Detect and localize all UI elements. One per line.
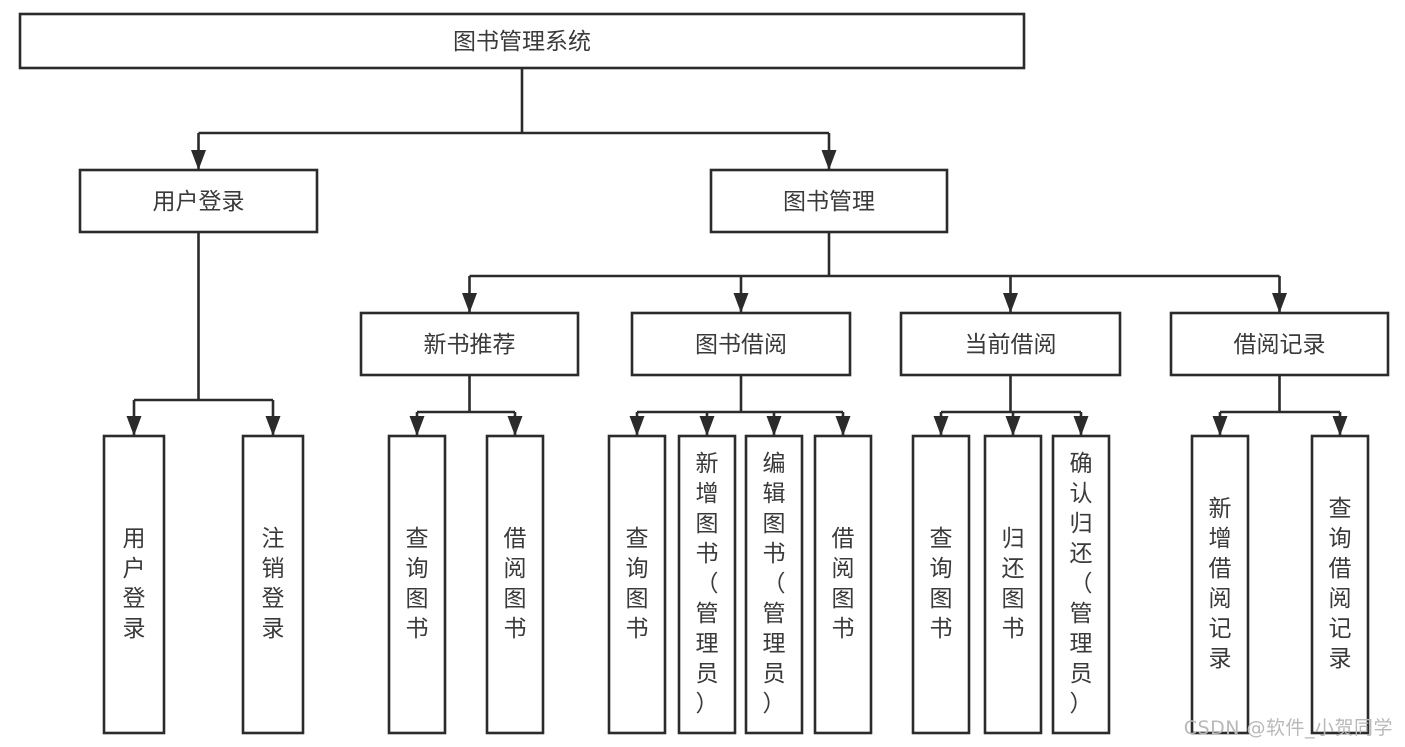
connector-record-to-leaves-arrow-0: [1212, 416, 1228, 436]
node-leaf-0-label: 用户登录: [123, 526, 146, 642]
node-layer: 图书管理系统用户登录图书管理新书推荐图书借阅当前借阅借阅记录用户登录注销登录查询…: [18, 12, 1390, 735]
node-leaf-9[interactable]: 归还图书: [983, 434, 1043, 735]
node-leaf-11-box: [1190, 434, 1250, 735]
node-level3-0-label: 新书推荐: [424, 332, 516, 358]
node-leaf-3[interactable]: 借阅图书: [485, 434, 545, 735]
connector-current-to-leaves-arrow-1: [1005, 416, 1021, 436]
node-level3-2-label: 当前借阅: [965, 332, 1057, 358]
node-leaf-10-label: 确认归还（管理员）: [1070, 451, 1093, 717]
node-level3-0-box: [359, 311, 580, 377]
node-leaf-10-box: [1051, 434, 1111, 735]
node-leaf-0[interactable]: 用户登录: [102, 434, 166, 735]
node-level2-1-box: [709, 168, 949, 234]
node-leaf-0-box: [102, 434, 166, 735]
node-root-system-label: 图书管理系统: [453, 29, 591, 55]
node-leaf-3-box: [485, 434, 545, 735]
connector-record-to-leaves-arrow-1: [1332, 416, 1348, 436]
node-leaf-9-label: 归还图书: [1002, 526, 1025, 642]
node-leaf-11-label: 新增借阅记录: [1209, 496, 1232, 672]
node-leaf-2[interactable]: 查询图书: [387, 434, 447, 735]
connector-login-to-leaves-arrow-0: [126, 416, 142, 436]
node-leaf-10[interactable]: 确认归还（管理员）: [1051, 434, 1111, 735]
connector-newbook-to-leaves-arrow-0: [409, 416, 425, 436]
node-leaf-12[interactable]: 查询借阅记录: [1310, 434, 1370, 735]
node-leaf-3-label: 借阅图书: [504, 526, 527, 642]
node-leaf-6[interactable]: 编辑图书（管理员）: [744, 434, 804, 735]
node-leaf-4-label: 查询图书: [626, 526, 649, 642]
node-leaf-8[interactable]: 查询图书: [911, 434, 971, 735]
node-leaf-5-box: [677, 434, 737, 735]
node-level3-3-box: [1169, 311, 1390, 377]
node-leaf-1-label: 注销登录: [262, 526, 285, 642]
node-leaf-11[interactable]: 新增借阅记录: [1190, 434, 1250, 735]
node-leaf-7[interactable]: 借阅图书: [813, 434, 873, 735]
node-level3-0[interactable]: 新书推荐: [359, 311, 580, 377]
connector-current-to-leaves-arrow-0: [933, 416, 949, 436]
node-level2-0[interactable]: 用户登录: [78, 168, 319, 234]
node-leaf-4[interactable]: 查询图书: [607, 434, 667, 735]
node-level2-0-box: [78, 168, 319, 234]
node-leaf-8-label: 查询图书: [930, 526, 953, 642]
node-leaf-12-box: [1310, 434, 1370, 735]
connector-borrow-to-leaves-arrow-0: [629, 416, 645, 436]
node-level3-3[interactable]: 借阅记录: [1169, 311, 1390, 377]
connector-borrow-to-leaves-arrow-1: [699, 416, 715, 436]
node-leaf-1[interactable]: 注销登录: [241, 434, 305, 735]
node-leaf-4-box: [607, 434, 667, 735]
node-leaf-7-box: [813, 434, 873, 735]
node-leaf-12-label: 查询借阅记录: [1329, 496, 1352, 672]
node-level3-2-box: [899, 311, 1122, 377]
connector-books-to-level3-arrow-1: [733, 293, 749, 313]
node-leaf-7-label: 借阅图书: [832, 526, 855, 642]
node-level3-1-box: [630, 311, 852, 377]
node-level3-3-label: 借阅记录: [1234, 332, 1326, 358]
connector-books-to-level3-arrow-0: [462, 293, 477, 313]
connector-books-to-level3-arrow-3: [1272, 293, 1287, 313]
connector-layer: [126, 68, 1348, 436]
connector-newbook-to-leaves-arrow-1: [507, 416, 523, 436]
node-level3-1[interactable]: 图书借阅: [630, 311, 852, 377]
connector-current-to-leaves-arrow-2: [1073, 416, 1089, 436]
node-leaf-1-box: [241, 434, 305, 735]
connector-borrow-to-leaves-arrow-3: [835, 416, 851, 436]
node-leaf-5-label: 新增图书（管理员）: [696, 451, 719, 717]
node-leaf-9-box: [983, 434, 1043, 735]
node-level2-1[interactable]: 图书管理: [709, 168, 949, 234]
node-leaf-5[interactable]: 新增图书（管理员）: [677, 434, 737, 735]
node-root-system-box: [18, 12, 1026, 70]
node-level3-2[interactable]: 当前借阅: [899, 311, 1122, 377]
node-level3-1-label: 图书借阅: [695, 332, 787, 358]
node-leaf-6-label: 编辑图书（管理员）: [763, 451, 786, 717]
connector-root-to-level2-arrow-0: [191, 150, 206, 170]
connector-root-to-level2-arrow-1: [821, 150, 837, 170]
node-level2-0-label: 用户登录: [153, 189, 245, 215]
node-leaf-8-box: [911, 434, 971, 735]
node-root-system[interactable]: 图书管理系统: [18, 12, 1026, 70]
node-level2-1-label: 图书管理: [783, 189, 875, 215]
node-leaf-2-label: 查询图书: [406, 526, 429, 642]
connector-books-to-level3-arrow-2: [1003, 293, 1018, 313]
connector-login-to-leaves-arrow-1: [265, 416, 281, 436]
node-leaf-2-box: [387, 434, 447, 735]
node-leaf-6-box: [744, 434, 804, 735]
connector-borrow-to-leaves-arrow-2: [766, 416, 782, 436]
